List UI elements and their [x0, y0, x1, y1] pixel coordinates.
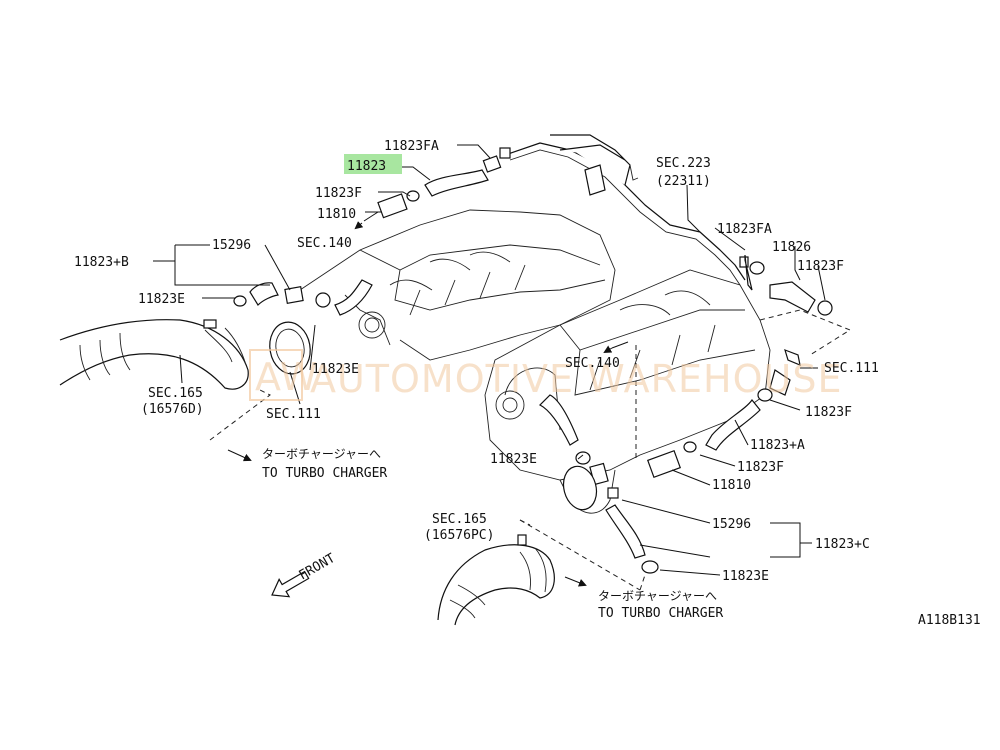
dashed-guides [209, 309, 852, 591]
label-11823-highlighted[interactable]: 11823 [347, 159, 386, 174]
label-diagram-code: A118B131 [918, 613, 981, 628]
label-sec140-top[interactable]: SEC.140 [297, 236, 352, 251]
label-sec165-bottom-sub: (16576PC) [424, 528, 494, 543]
front-arrow-icon [271, 570, 310, 598]
watermark-badge: AW [255, 355, 319, 399]
label-11823F-r3[interactable]: 11823F [737, 460, 784, 475]
label-15296-right[interactable]: 15296 [712, 517, 751, 532]
label-jp-turbo-bottom: ターボチャージャーへ [598, 589, 717, 603]
label-11823B[interactable]: 11823+B [74, 255, 129, 270]
label-15296-left[interactable]: 15296 [212, 238, 251, 253]
turbo-arrow-bottom [564, 576, 587, 587]
label-sec223-sub: (22311) [656, 174, 711, 189]
label-sec165-bottom[interactable]: SEC.165 [432, 512, 487, 527]
sec140-mid-arrow [611, 341, 629, 349]
label-sec223[interactable]: SEC.223 [656, 156, 711, 171]
label-11810-top[interactable]: 11810 [317, 207, 356, 222]
label-11823C[interactable]: 11823+C [815, 537, 870, 552]
watermark-text: AUTOMOTIVE WAREHOUSE [310, 357, 842, 401]
bottom-intercooler-tube [437, 534, 555, 626]
label-sec165-left-sub: (16576D) [141, 402, 204, 417]
label-11823F-top[interactable]: 11823F [315, 186, 362, 201]
leader-lines [153, 144, 826, 576]
label-11823FA-top[interactable]: 11823FA [384, 139, 439, 154]
label-jp-turbo-left: ターボチャージャーへ [262, 447, 381, 461]
label-sec111-right[interactable]: SEC.111 [824, 361, 879, 376]
label-sec140-mid[interactable]: SEC.140 [565, 356, 620, 371]
turbo-arrow-left [227, 449, 252, 462]
label-en-turbo-bottom: TO TURBO CHARGER [598, 606, 723, 621]
label-11823F-r2[interactable]: 11823F [805, 405, 852, 420]
watermark: AW AUTOMOTIVE WAREHOUSE [249, 349, 842, 401]
label-11823A[interactable]: 11823+A [750, 438, 805, 453]
label-11823E-right[interactable]: 11823E [490, 452, 537, 467]
label-en-turbo-left: TO TURBO CHARGER [262, 466, 387, 481]
engine-block-upper [299, 209, 616, 361]
left-hose-group [233, 279, 373, 316]
lower-hose-group [538, 394, 659, 574]
label-11810-right[interactable]: 11810 [712, 478, 751, 493]
right-hose-group [646, 254, 833, 479]
label-11826[interactable]: 11826 [772, 240, 811, 255]
left-intercooler-tube [59, 319, 311, 390]
upper-hose-group [354, 155, 502, 230]
label-front: FRONT [297, 551, 339, 584]
label-sec111-left[interactable]: SEC.111 [266, 407, 321, 422]
label-11823E-left[interactable]: 11823E [138, 292, 185, 307]
part-highlight [344, 154, 402, 174]
label-11823F-right[interactable]: 11823F [797, 259, 844, 274]
port-opening [562, 465, 598, 511]
label-sec165-left[interactable]: SEC.165 [148, 386, 203, 401]
label-11823FA-right[interactable]: 11823FA [717, 222, 772, 237]
label-11823E-mid[interactable]: 11823E [312, 362, 359, 377]
label-11823E-bottom[interactable]: 11823E [722, 569, 769, 584]
coolant-pipe-assembly [499, 134, 749, 286]
